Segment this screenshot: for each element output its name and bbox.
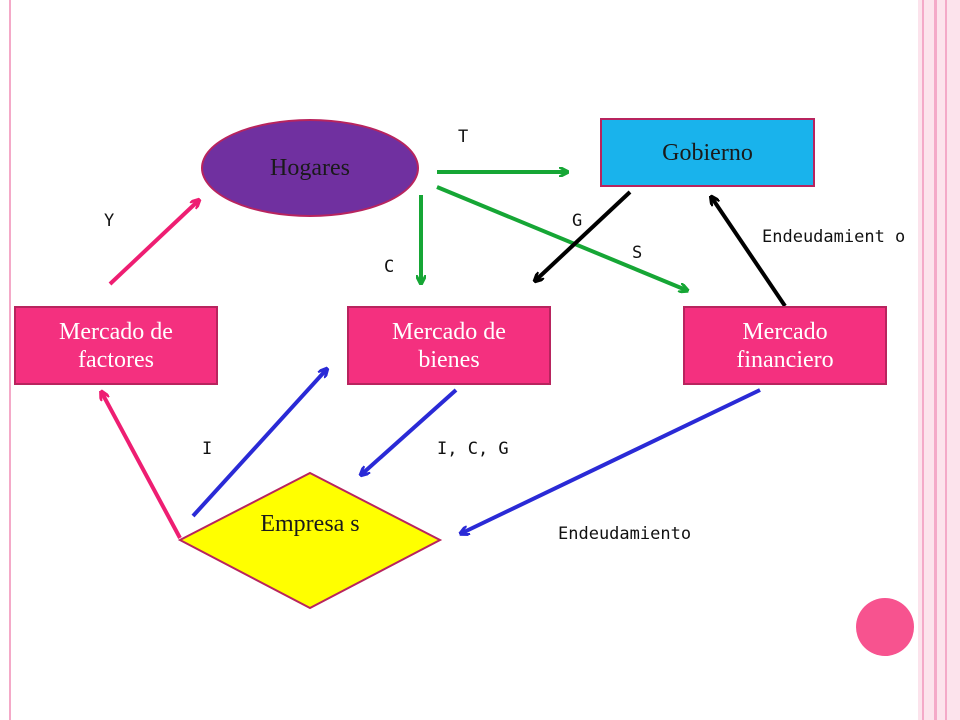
label-endeudamiento-top: Endeudamient o	[762, 227, 906, 247]
left-border-line	[9, 0, 11, 720]
label-y: Y	[104, 211, 115, 231]
mercado-factores-node: Mercado de factores	[14, 306, 218, 385]
label-i: I	[202, 439, 213, 459]
empresas-diamond	[177, 471, 443, 610]
arrow-endeudamiento-financiero-to-empresas	[462, 388, 761, 533]
decorative-circle	[856, 598, 914, 656]
arrow-y-factores-to-hogares	[108, 201, 198, 286]
mercado-bienes-node: Mercado de bienes	[347, 306, 551, 385]
label-icg: I, C, G	[437, 439, 509, 459]
label-s: S	[632, 243, 643, 263]
gobierno-node: Gobierno	[600, 118, 815, 187]
arrow-endeudamiento-financiero-to-gobierno	[712, 198, 787, 308]
label-endeudamiento-bottom: Endeudamiento	[558, 524, 692, 544]
arrow-icg-bienes-to-empresas	[362, 388, 458, 474]
hogares-label: Hogares	[270, 155, 350, 181]
hogares-node: Hogares	[201, 119, 419, 217]
label-c: C	[384, 257, 395, 277]
gobierno-label: Gobierno	[662, 139, 753, 166]
arrow-i-empresas-to-bienes	[191, 370, 326, 518]
label-t: T	[458, 127, 469, 147]
empresas-label: Empresa s	[260, 511, 360, 537]
mercado-factores-label: Mercado de factores	[59, 318, 173, 373]
right-decor-line	[934, 0, 937, 720]
right-decor-band	[918, 0, 960, 720]
label-g: G	[572, 211, 583, 231]
mercado-financiero-node: Mercado financiero	[683, 306, 887, 385]
mercado-financiero-label: Mercado financiero	[736, 318, 834, 373]
arrow-s-hogares-to-financiero	[436, 185, 686, 290]
right-decor-line	[922, 0, 924, 720]
right-decor-line	[945, 0, 947, 720]
arrow-g-gobierno-to-bienes	[536, 190, 632, 280]
mercado-bienes-label: Mercado de bienes	[392, 318, 506, 373]
arrow-empresas-to-factores	[102, 393, 182, 539]
